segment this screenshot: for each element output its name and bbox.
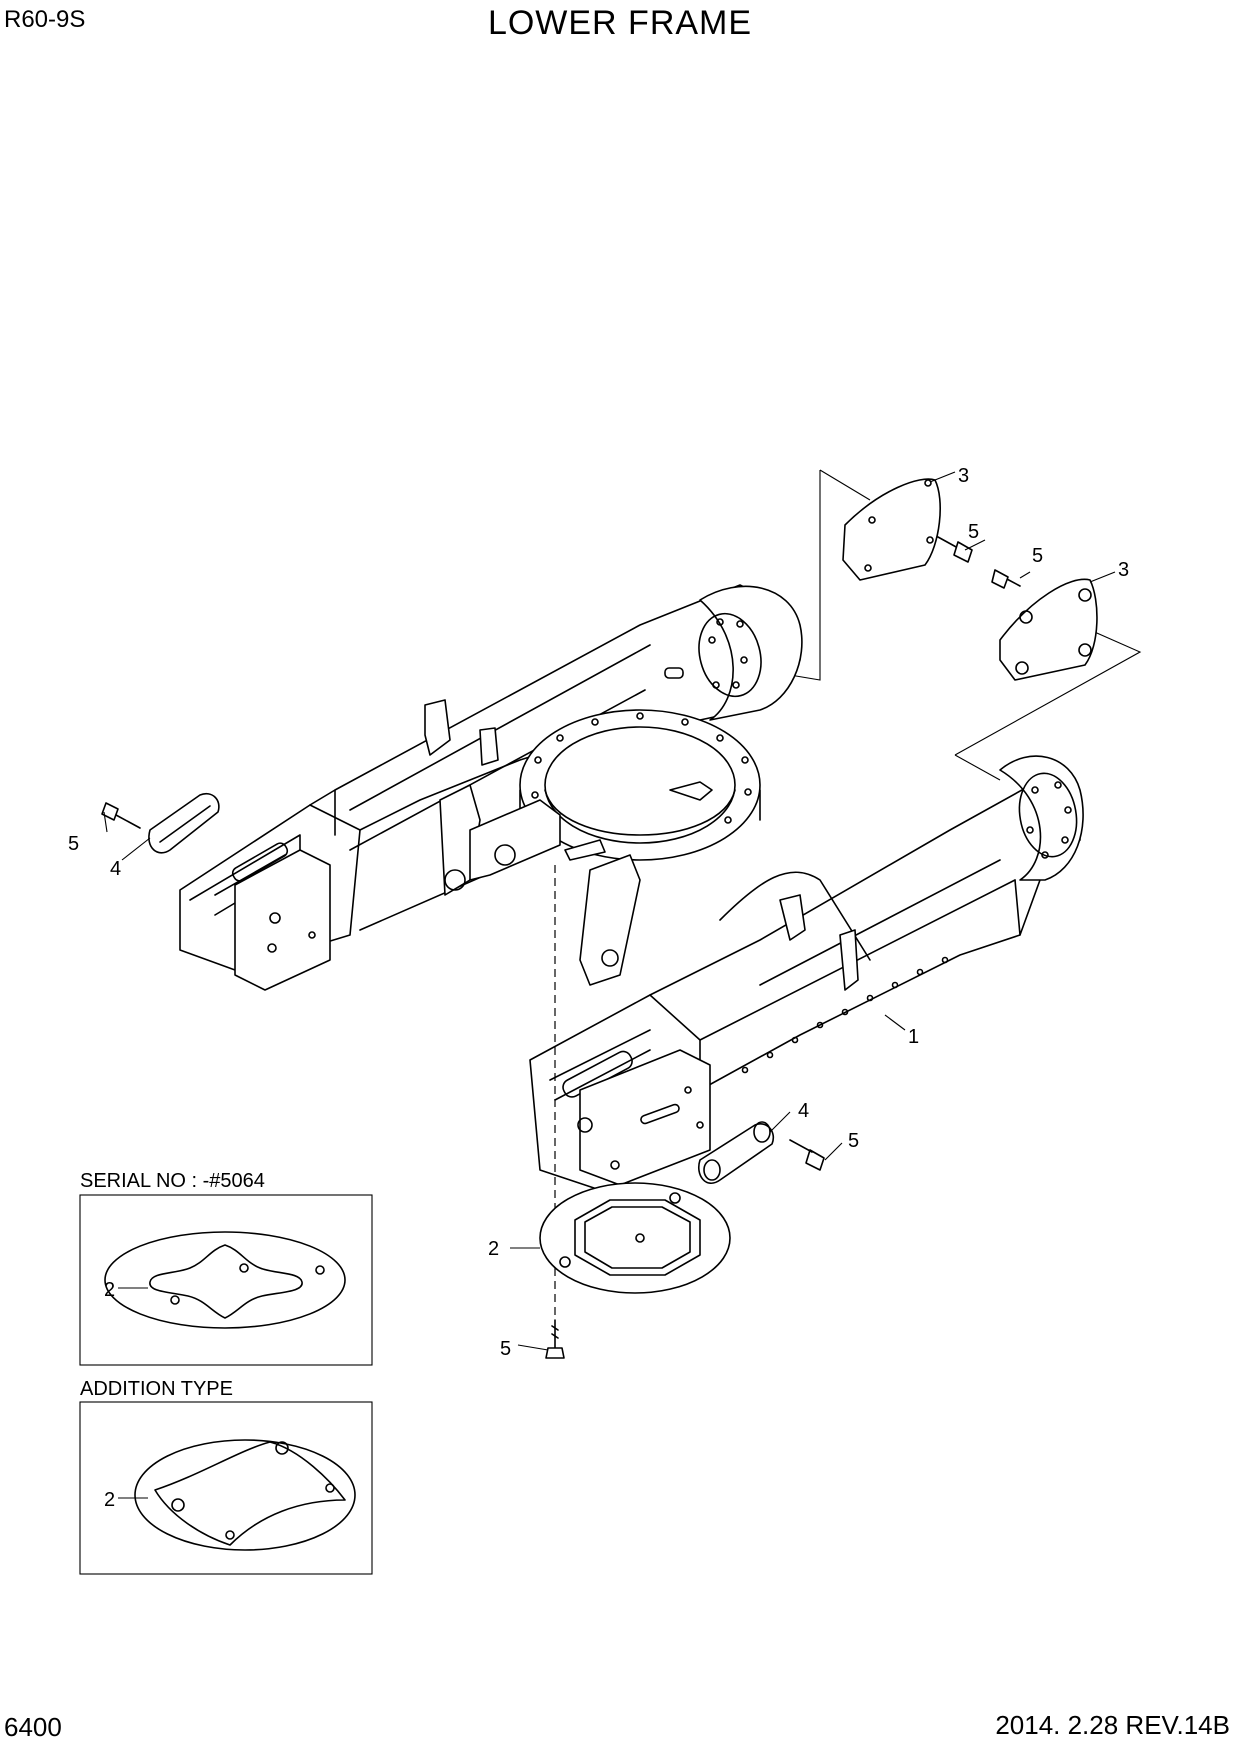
bolt-left-guard [101, 802, 141, 829]
callout-plate-addition: 2 [104, 1489, 115, 1511]
bolt-bottom-plate [545, 1319, 565, 1359]
callout-cover-upper: 3 [958, 465, 969, 487]
cover-plate-upper [842, 478, 941, 581]
bolt-cover-lower [991, 569, 1021, 589]
page-number: 6400 [4, 1712, 62, 1742]
callout-bolt-right: 5 [848, 1130, 859, 1152]
lower-frame-assembly [179, 584, 1084, 1191]
callout-plate-main: 2 [488, 1238, 499, 1260]
inset-addition-type [79, 1401, 373, 1575]
track-guard-right [698, 1121, 774, 1184]
inset-serial-label: SERIAL NO : -#5064 [80, 1170, 265, 1192]
model-number: R60-9S [4, 6, 86, 33]
cover-plate-lower [999, 578, 1098, 681]
page-title: LOWER FRAME [487, 4, 753, 42]
revision-date: 2014. 2.28 REV.14B [995, 1710, 1230, 1740]
callout-bolt-cover-lower: 5 [1032, 545, 1043, 567]
bolt-cover-upper [937, 536, 973, 563]
callout-bolt-left: 5 [68, 833, 79, 855]
track-guard-left [148, 793, 220, 854]
callout-bolt-bottom: 5 [500, 1338, 511, 1360]
callout-guard-right: 4 [798, 1100, 809, 1122]
callout-cover-lower: 3 [1118, 559, 1129, 581]
callout-bolt-cover-upper: 5 [968, 521, 979, 543]
bolt-right-guard [789, 1139, 825, 1171]
inset-serial-type [79, 1194, 373, 1366]
callout-frame: 1 [908, 1026, 919, 1048]
inset-addition-label: ADDITION TYPE [80, 1378, 233, 1400]
leader-lines [103, 471, 1116, 1499]
exploded-guide-lines [789, 469, 1142, 781]
bottom-cover-plate-main [539, 1182, 731, 1294]
callout-plate-serial: 2 [104, 1279, 115, 1301]
callout-guard-left: 4 [110, 858, 121, 880]
